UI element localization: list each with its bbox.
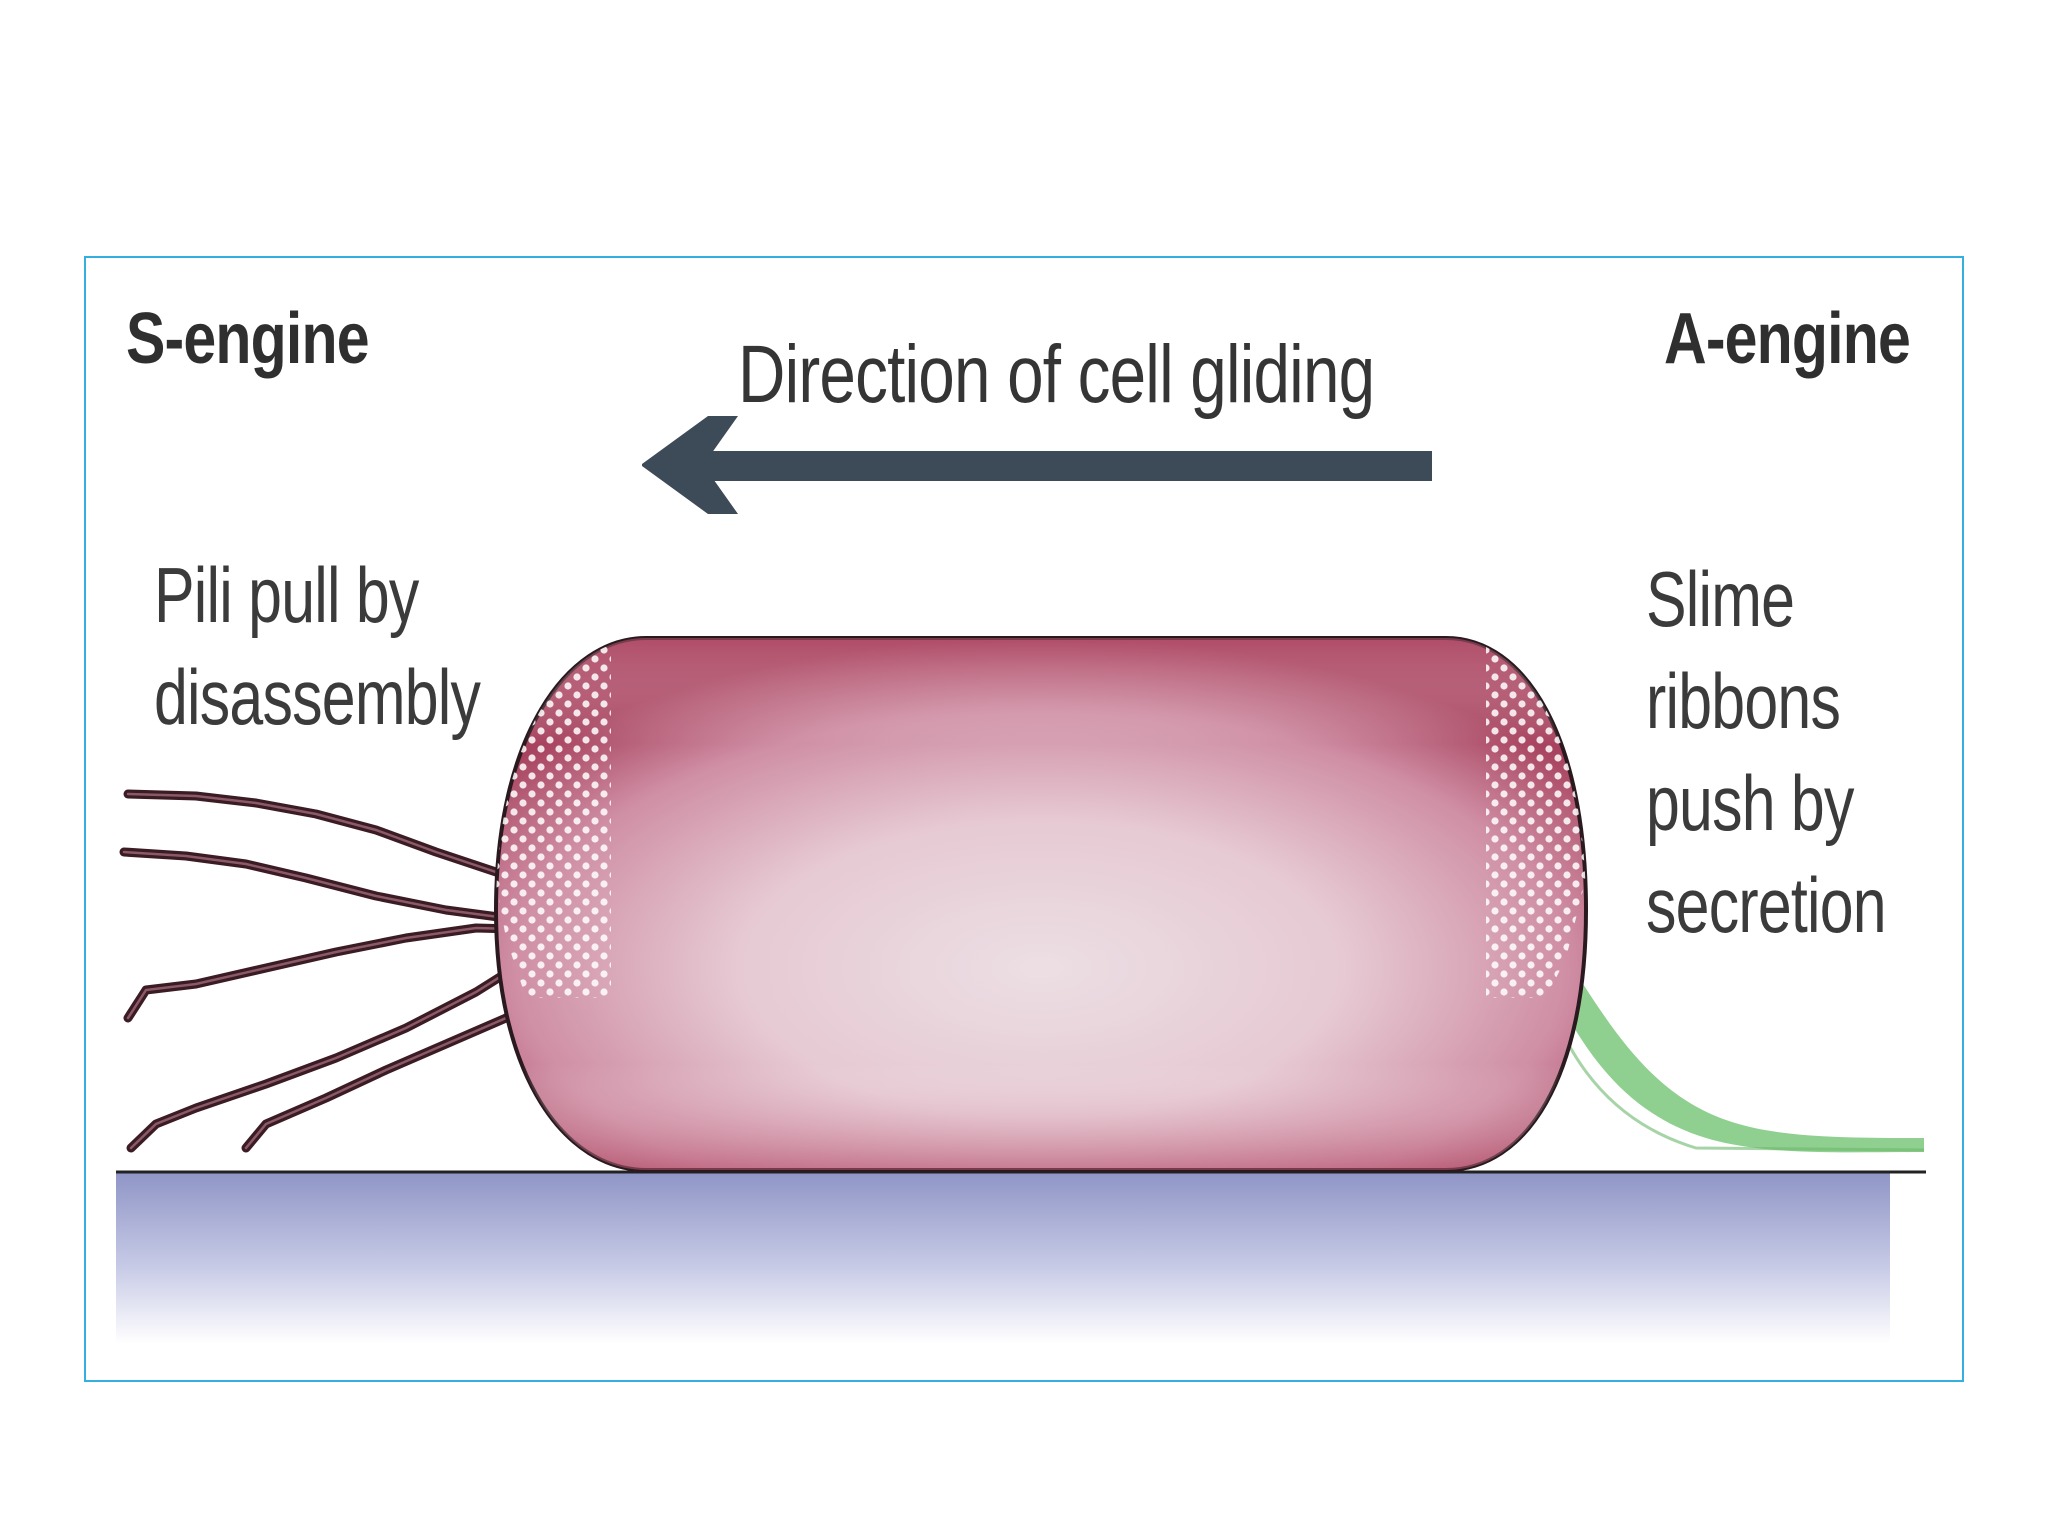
s-engine-label: S-engine (126, 299, 370, 379)
diagram-frame: S-engine A-engine Direction of cell glid… (84, 256, 1964, 1382)
slime-ribbon (1534, 948, 1924, 1153)
substrate-surface (116, 1172, 1890, 1344)
gliding-diagram (116, 416, 1926, 1344)
pili-label: Pili pull by disassembly (154, 551, 481, 741)
cell-body (493, 636, 1589, 1172)
direction-label: Direction of cell gliding (738, 329, 1375, 420)
direction-arrow-shaft (686, 451, 1432, 481)
pili (119, 789, 563, 1153)
a-engine-label: A-engine (1664, 299, 1911, 379)
slime-label: Slime ribbons push by secretion (1646, 555, 1887, 949)
